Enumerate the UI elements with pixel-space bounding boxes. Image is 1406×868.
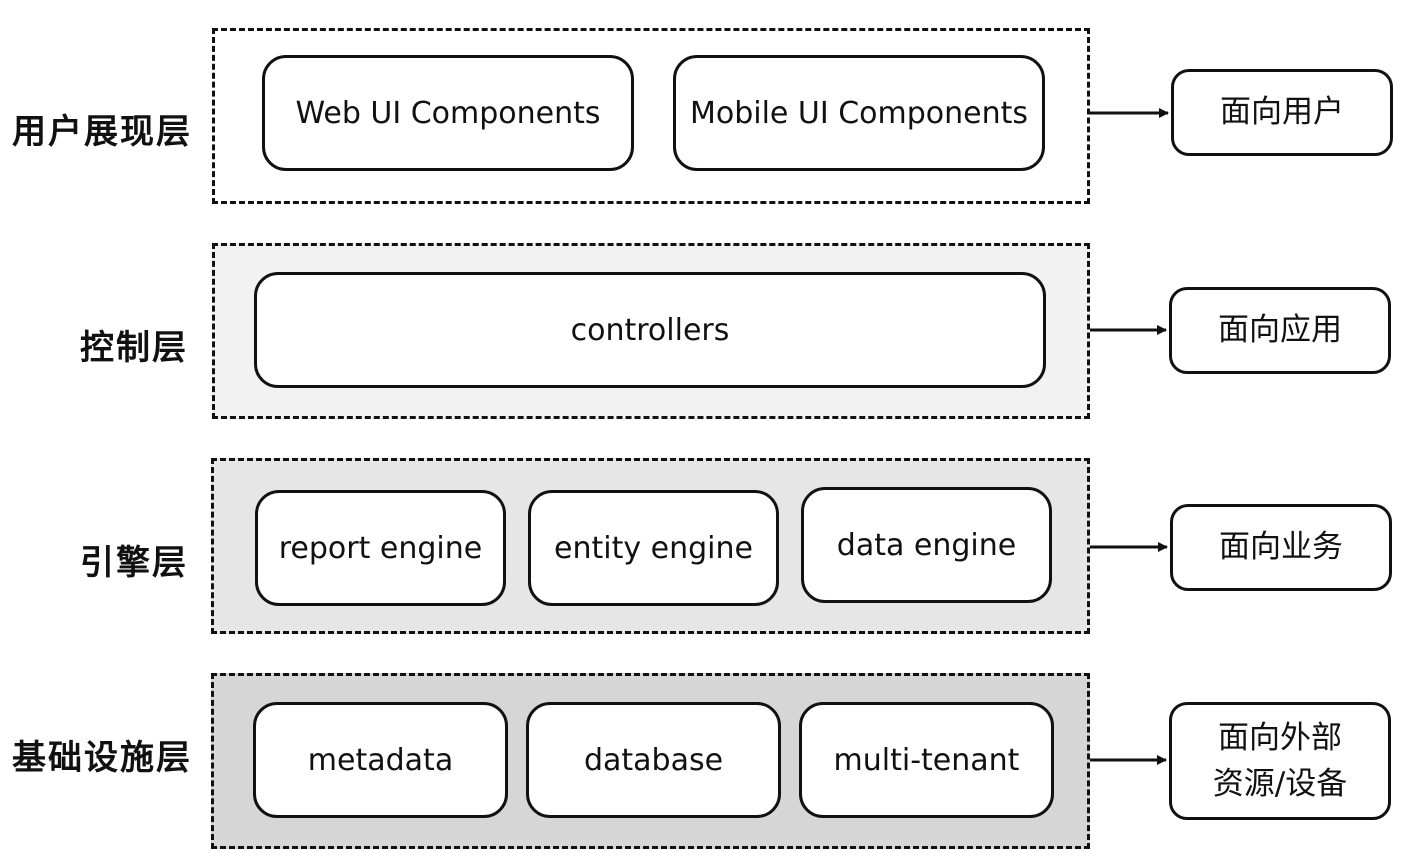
target-users-text: 面向用户 bbox=[1220, 94, 1344, 131]
component-data-engine: data engine bbox=[801, 487, 1052, 603]
layer-label-control: 控制层 bbox=[80, 328, 188, 368]
target-business-text: 面向业务 bbox=[1219, 529, 1343, 566]
target-external-line2: 资源/设备 bbox=[1212, 766, 1348, 802]
target-applications-text: 面向应用 bbox=[1218, 312, 1342, 349]
target-external-line1: 面向外部 bbox=[1218, 719, 1342, 756]
target-users: 面向用户 bbox=[1171, 69, 1393, 156]
target-external-resources: 面向外部 资源/设备 bbox=[1169, 702, 1391, 820]
component-database: database bbox=[526, 702, 781, 818]
component-report-engine: report engine bbox=[255, 490, 506, 606]
layer-label-engine: 引擎层 bbox=[80, 543, 188, 583]
layer-label-presentation: 用户展现层 bbox=[12, 112, 192, 152]
layer-label-infrastructure: 基础设施层 bbox=[12, 738, 192, 778]
component-entity-engine: entity engine bbox=[528, 490, 779, 606]
component-controllers: controllers bbox=[254, 272, 1046, 388]
target-business: 面向业务 bbox=[1170, 504, 1392, 591]
component-metadata: metadata bbox=[253, 702, 508, 818]
component-web-ui: Web UI Components bbox=[262, 55, 634, 171]
component-multi-tenant: multi-tenant bbox=[799, 702, 1054, 818]
target-applications: 面向应用 bbox=[1169, 287, 1391, 374]
component-mobile-ui: Mobile UI Components bbox=[673, 55, 1045, 171]
